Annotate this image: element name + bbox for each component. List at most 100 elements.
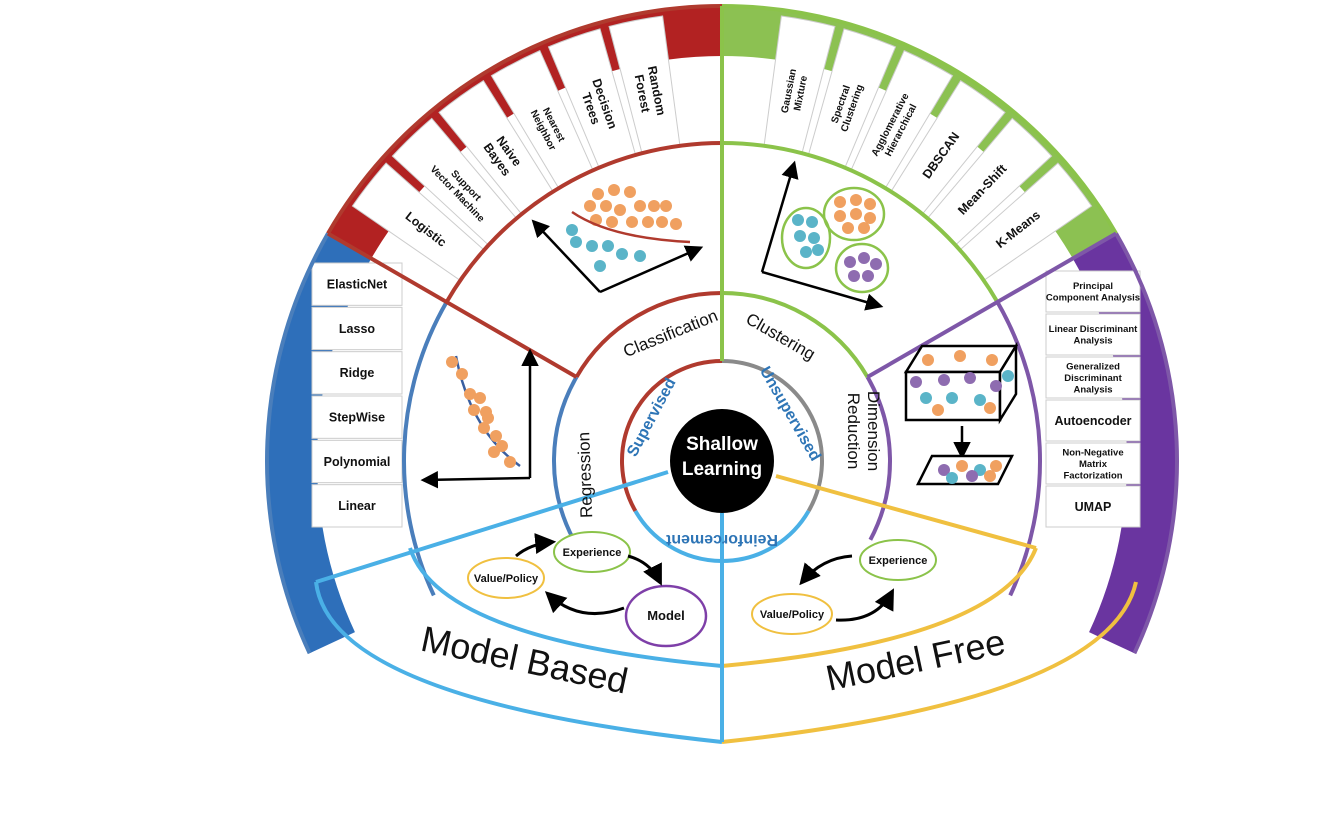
sector-illustrations xyxy=(420,160,1019,489)
clustering-outer-arc xyxy=(721,4,1118,235)
classification-orange-dot xyxy=(624,186,636,198)
box-purple-dot xyxy=(964,372,976,384)
cluster-purple-dot xyxy=(844,256,856,268)
mf-experience-label: Experience xyxy=(869,555,928,567)
center-title-line2: Learning xyxy=(682,459,762,480)
dimension-method-cell xyxy=(1045,356,1141,399)
dimension-method-text: Generalized xyxy=(1066,361,1120,372)
classification-orange-dot xyxy=(634,200,646,212)
box-orange-dot xyxy=(932,404,944,416)
mb-arrow-to-model xyxy=(627,554,662,586)
regression-method-text: Lasso xyxy=(339,322,375,336)
regression-dot xyxy=(488,446,500,458)
classification-teal-dot xyxy=(602,240,614,252)
regression-dot xyxy=(490,430,502,442)
clustering-outer-band xyxy=(722,6,1117,259)
mb-arrow-to-value-policy xyxy=(544,591,625,615)
dimension-method-text: Analysis xyxy=(1073,336,1112,347)
regression-method-cell xyxy=(311,395,403,439)
regression-dot xyxy=(464,388,476,400)
dimension-method-text: Component Analysis xyxy=(1046,293,1140,304)
unsupervised-ring-arc xyxy=(721,359,824,512)
cluster-teal-dot xyxy=(800,246,812,258)
classification-plot-x-axis xyxy=(599,245,704,294)
classification-orange-dot xyxy=(592,188,604,200)
cluster-purple-dot xyxy=(858,252,870,264)
dimension-method-cell xyxy=(1045,399,1141,442)
dimension-method-text: Autoencoder xyxy=(1054,414,1131,428)
regression-method-text: Ridge xyxy=(340,366,375,380)
regression-method-cell xyxy=(311,484,403,528)
dimension-method-text: Factorization xyxy=(1063,470,1122,481)
cluster-orange-dot xyxy=(864,198,876,210)
mb-model-label: Model xyxy=(647,608,685,623)
mf-arrow-to-value-policy xyxy=(799,554,853,586)
classification-teal-dot xyxy=(616,248,628,260)
regression-dot xyxy=(480,406,492,418)
dimension-method-cell xyxy=(1045,270,1141,313)
box-side-face xyxy=(998,341,1018,425)
regression-dot xyxy=(446,356,458,368)
dimension-method-text: Analysis xyxy=(1073,384,1112,395)
task-dimension-reduction-label[interactable]: Dimension Reduction xyxy=(844,391,883,471)
classification-orange-dot xyxy=(606,216,618,228)
classification-orange-dot xyxy=(626,216,638,228)
plane-dot xyxy=(946,472,958,484)
dimension-method-cell xyxy=(1045,313,1141,356)
regression-mid-arc xyxy=(402,301,449,597)
classification-teal-dot xyxy=(594,260,606,272)
box-teal-dot xyxy=(920,392,932,404)
mb-model-node xyxy=(624,584,708,648)
classification-orange-dot xyxy=(648,200,660,212)
center-title-line1: Shallow xyxy=(686,434,758,455)
regression-method-text: ElasticNet xyxy=(327,278,388,292)
mb-value-policy-label: Value/Policy xyxy=(474,573,539,585)
cluster-teal-dot xyxy=(792,214,804,226)
plane-dot xyxy=(966,470,978,482)
regression-dot xyxy=(468,404,480,416)
classification-boundary xyxy=(571,210,691,244)
separator-model-based xyxy=(315,470,669,584)
paradigm-reinforcement-label[interactable]: Reinforcement xyxy=(665,531,778,548)
classification-orange-dot xyxy=(656,216,668,228)
task-dimension-line2: Reduction xyxy=(844,393,863,470)
center-circle xyxy=(670,409,774,513)
task-dimension-line1: Dimension xyxy=(864,391,883,471)
classification-orange-dot xyxy=(660,200,672,212)
classification-teal-dot xyxy=(634,250,646,262)
regression-method-cell xyxy=(311,351,403,395)
center-hub[interactable]: Shallow Learning xyxy=(670,409,774,513)
clustering-mid-arc xyxy=(721,141,1000,304)
mb-value-policy-node xyxy=(467,557,545,599)
box-purple-dot xyxy=(990,380,1002,392)
cluster-orange-dot xyxy=(842,222,854,234)
cluster-purple-ring xyxy=(834,242,890,294)
regression-method-cell xyxy=(311,262,403,306)
cluster-purple-dot xyxy=(848,270,860,282)
regression-dot xyxy=(474,392,486,404)
classification-teal-dot xyxy=(570,236,582,248)
regression-method-cell xyxy=(311,439,403,484)
task-classification-label[interactable]: Classification xyxy=(621,306,721,361)
clustering-ring-arc xyxy=(721,291,870,379)
classification-plot-y-axis xyxy=(531,219,601,293)
classification-ring-arc xyxy=(574,291,723,379)
classification-teal-dot xyxy=(586,240,598,252)
cluster-teal-dot xyxy=(806,216,818,228)
cluster-teal-dot xyxy=(812,244,824,256)
cluster-orange-dot xyxy=(834,196,846,208)
dimension-method-cell xyxy=(1045,442,1141,485)
regression-method-text: Polynomial xyxy=(324,455,391,469)
mf-value-policy-node xyxy=(751,593,833,635)
plane-dot xyxy=(990,460,1002,472)
dimension-outer-band xyxy=(1072,233,1177,654)
sector-backgrounds xyxy=(266,6,1177,654)
classification-orange-dot xyxy=(608,184,620,196)
classification-mid-arc xyxy=(444,141,723,304)
dimension-method-text: Discriminant xyxy=(1064,373,1122,384)
plane-dot xyxy=(984,470,996,482)
box-teal-dot xyxy=(1002,370,1014,382)
mf-experience-node xyxy=(859,539,937,581)
task-regression-label[interactable]: Regression xyxy=(574,432,596,519)
